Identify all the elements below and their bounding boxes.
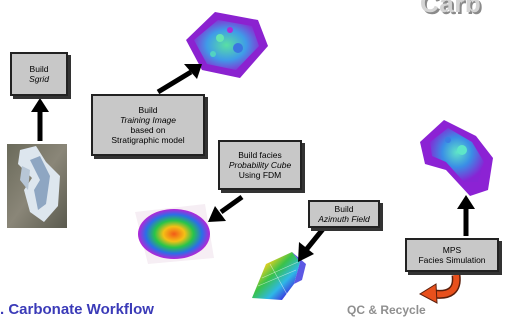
mps-simulation-line1: MPS — [442, 245, 462, 255]
build-sgrid-line2: Sgrid — [29, 74, 49, 84]
build-probability-cube-box: Build facies Probability Cube Using FDM — [218, 140, 302, 190]
build-training-image-box: Build Training Image based on Stratigrap… — [91, 94, 205, 156]
workflow-caption: . Carbonate Workflow — [0, 301, 154, 318]
build-azimuth-field-line2: Azimuth Field — [318, 214, 370, 224]
mps-simulation-picture — [420, 120, 493, 196]
recycle-arrow-icon — [418, 274, 461, 304]
build-training-image-line1: Build — [138, 105, 158, 115]
build-training-image-line3: based on — [130, 125, 166, 135]
sgrid-picture — [7, 144, 67, 228]
build-sgrid-box: Build Sgrid — [10, 52, 68, 96]
build-probability-cube-line2: Probability Cube — [228, 160, 292, 170]
build-probability-cube-line3: Using FDM — [238, 170, 282, 180]
flow-arrows — [31, 64, 475, 262]
build-azimuth-field-box: Build Azimuth Field — [308, 200, 380, 228]
build-training-image-line4: Stratigraphic model — [111, 135, 185, 145]
build-training-image-line2: Training Image — [119, 115, 177, 125]
build-azimuth-field-line1: Build — [334, 204, 354, 214]
mps-facies-simulation-box: MPS Facies Simulation — [405, 238, 499, 272]
training-image-picture — [186, 12, 268, 78]
qc-recycle-label: QC & Recycle — [347, 303, 426, 317]
azimuth-field-picture — [252, 252, 306, 300]
probability-cube-picture — [135, 204, 214, 264]
page-title: Carb — [420, 0, 482, 18]
mps-simulation-line2: Facies Simulation — [418, 255, 486, 265]
build-sgrid-line1: Build — [29, 64, 49, 74]
build-probability-cube-line1: Build facies — [238, 150, 282, 160]
